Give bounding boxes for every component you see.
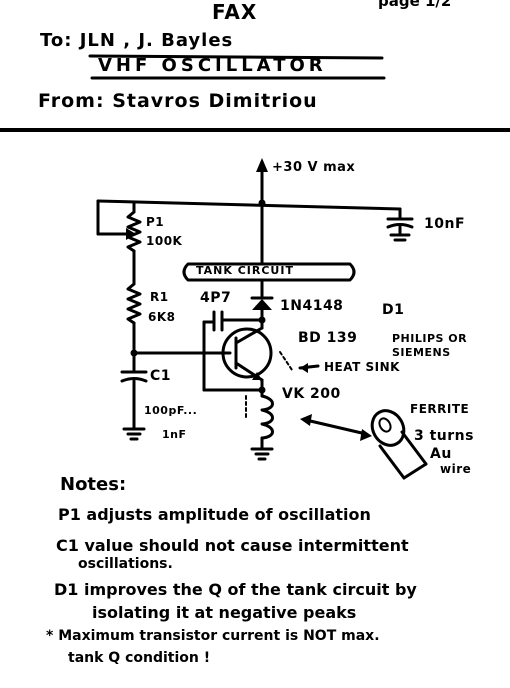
diode-label: 1N4148 [280, 298, 344, 314]
transistor-label: BD 139 [298, 330, 358, 346]
supply-arrow-icon [256, 158, 268, 172]
note-4b: tank Q condition ! [68, 650, 211, 666]
note-4a: * Maximum transistor current is NOT max. [46, 628, 380, 644]
tank-circuit-box [182, 262, 356, 282]
note-2a: C1 value should not cause intermittent [56, 536, 409, 555]
ferrite-label: FERRITE [410, 402, 470, 416]
c1-plate-bottom [120, 377, 148, 383]
cap-10n-label: 10nF [424, 216, 466, 232]
note-2b: oscillations. [78, 556, 173, 572]
top-rail [96, 199, 402, 211]
c1-name: C1 [150, 368, 172, 384]
to-line: To: JLN , J. Bayles [40, 30, 234, 51]
p1-resistor-icon [126, 210, 142, 253]
au-label: Au [430, 446, 452, 462]
supply-label: +30 V max [272, 160, 356, 175]
choke-label: VK 200 [282, 386, 341, 402]
notes-title: Notes: [60, 474, 127, 495]
tank-label: TANK CIRCUIT [196, 264, 294, 277]
fax-title: FAX [212, 0, 258, 24]
ferrite-double-arrow [304, 418, 368, 436]
d1-label: D1 [382, 302, 405, 318]
note-1: P1 adjusts amplitude of oscillation [58, 505, 371, 524]
cap-10n-plate-bottom [386, 223, 414, 229]
note-3a: D1 improves the Q of the tank circuit by [54, 580, 417, 599]
brand-line-2: SIEMENS [392, 346, 451, 359]
choke-coil-icon [260, 394, 274, 440]
note-3b: isolating it at negative peaks [92, 603, 357, 622]
p1-name: P1 [146, 215, 165, 229]
brand-line-1: PHILIPS OR [392, 332, 468, 345]
page-number: page 1/2 [378, 0, 452, 10]
diode-icon [252, 299, 272, 310]
wire-label: wire [440, 462, 472, 476]
ferrite-bead-icon [370, 409, 406, 447]
r1-name: R1 [150, 290, 169, 304]
to-underline [88, 54, 384, 60]
transistor-icon [221, 327, 273, 379]
r1-value: 6K8 [148, 310, 176, 324]
turns-label: 3 turns [414, 428, 474, 444]
emitter-arrow-icon [252, 372, 262, 380]
r1-resistor-icon [126, 282, 142, 325]
cap-4p7-label: 4P7 [200, 290, 232, 306]
subject-line: VHF OSCILLATOR [98, 55, 327, 76]
heatsink-label: HEAT SINK [324, 360, 400, 374]
from-line: From: Stavros Dimitriou [38, 90, 318, 112]
c1-value-1: 100pF... [144, 404, 198, 417]
p1-value: 100K [146, 234, 183, 248]
c1-value-2: 1nF [162, 428, 187, 441]
